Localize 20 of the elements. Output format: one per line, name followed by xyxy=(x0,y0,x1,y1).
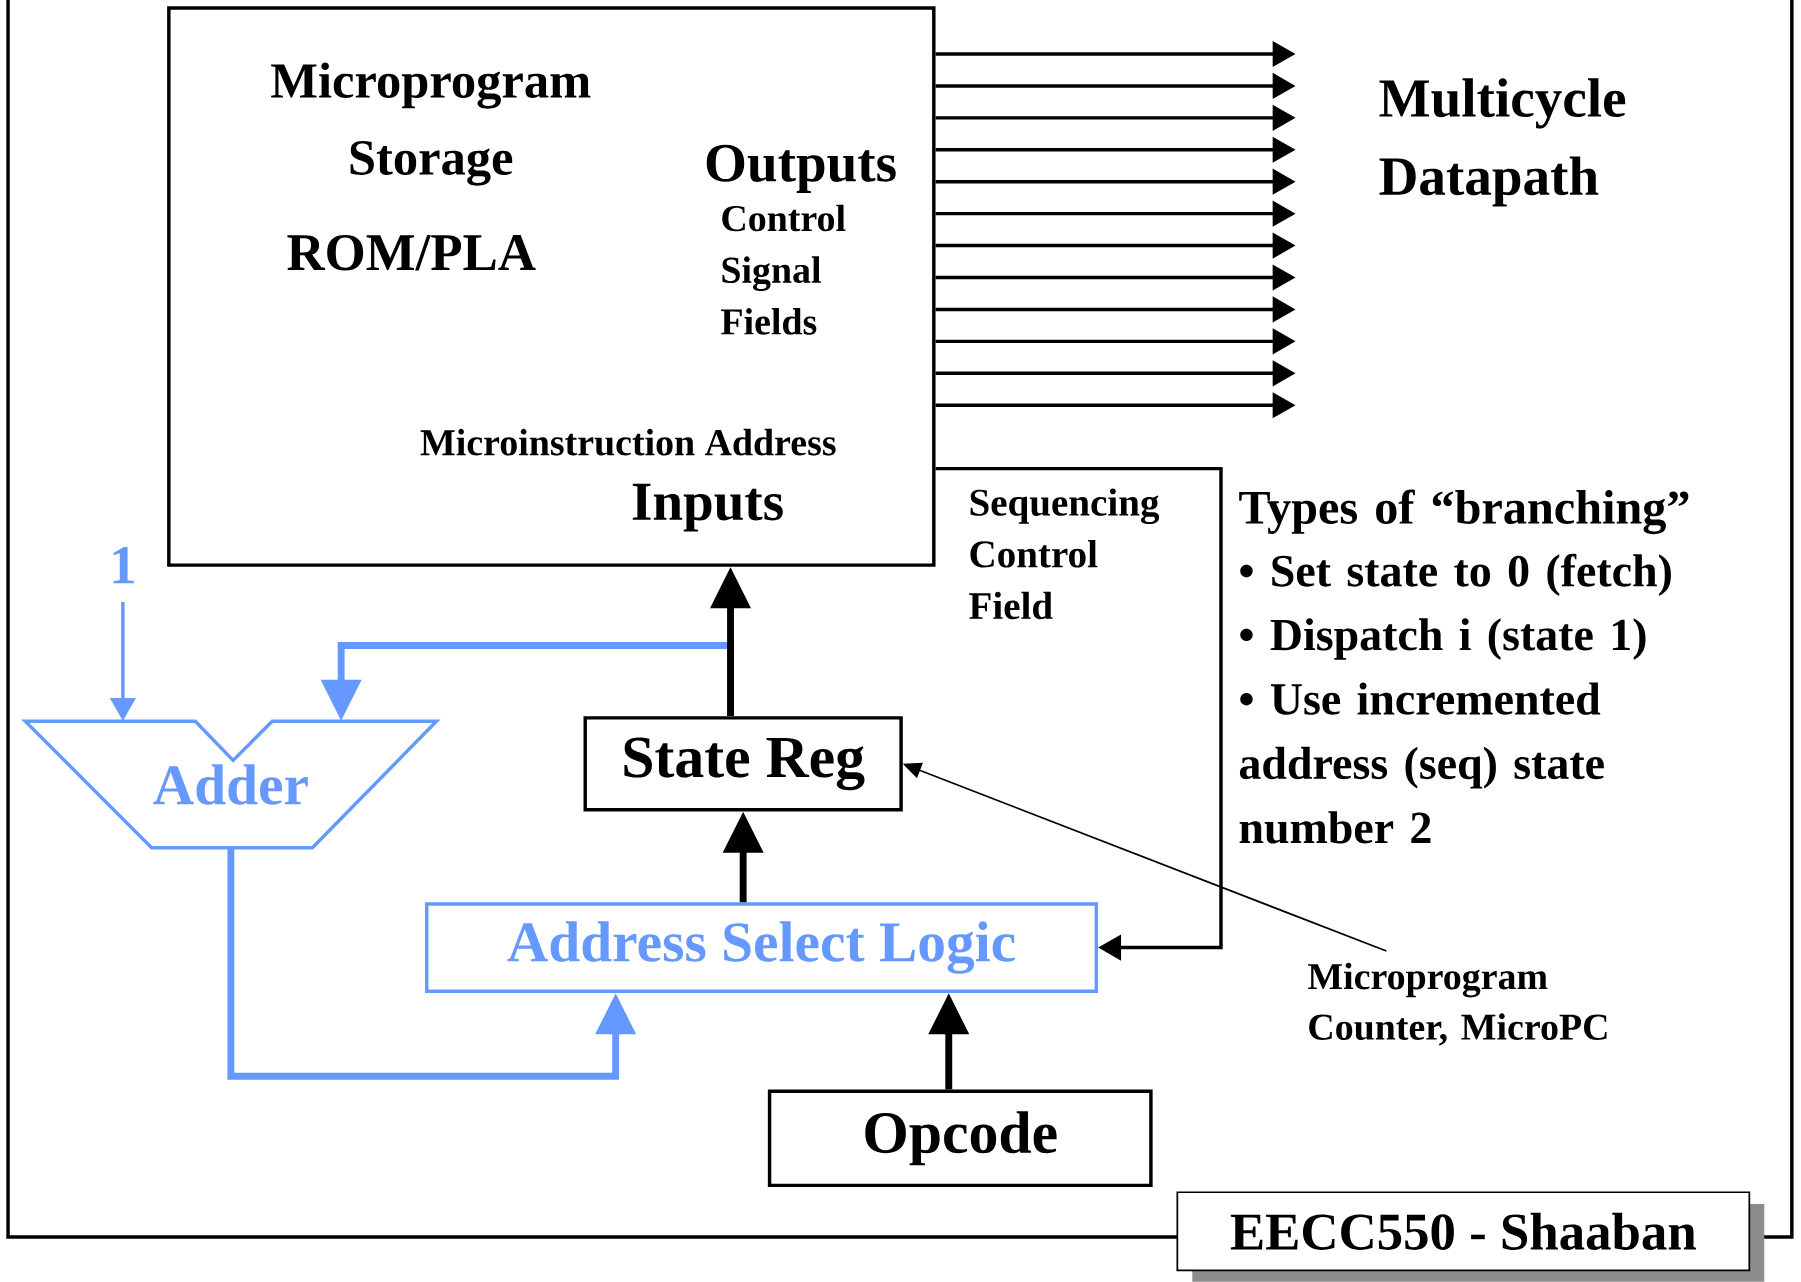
increment-constant: 1 xyxy=(113,547,134,584)
text-label: Microinstruction Address xyxy=(420,428,836,456)
storage-box xyxy=(167,6,936,567)
footer-box: EECC550 - Shaaban xyxy=(1176,1191,1765,1282)
callout-text: Microprogram Counter, MicroPC xyxy=(1308,962,1607,1046)
edge-label: Sequencing Control Field xyxy=(969,488,1160,620)
text-heading: Outputs xyxy=(706,144,896,194)
opcode-box: Opcode xyxy=(767,1089,1153,1188)
logic-box: Address Select Logic xyxy=(425,902,1099,994)
connector xyxy=(935,467,1223,961)
bullet-item: • Dispatch i (state 1) xyxy=(1240,618,1646,660)
register-box: State Reg xyxy=(583,716,903,812)
text-heading: Microprogram Storage xyxy=(271,62,591,186)
datapath-label: Multicycle Datapath xyxy=(1379,78,1626,207)
text-heading: ROM/PLA xyxy=(287,235,536,271)
bullet-item: • Use incremented address (seq) state number 2 xyxy=(1239,682,1604,844)
bullet-item: • Set state to 0 (fetch) xyxy=(1240,553,1671,597)
text-heading: Inputs xyxy=(632,483,783,532)
list-heading: Types of “branching” xyxy=(1239,489,1689,535)
text-label: Control Signal Fields xyxy=(721,204,846,335)
